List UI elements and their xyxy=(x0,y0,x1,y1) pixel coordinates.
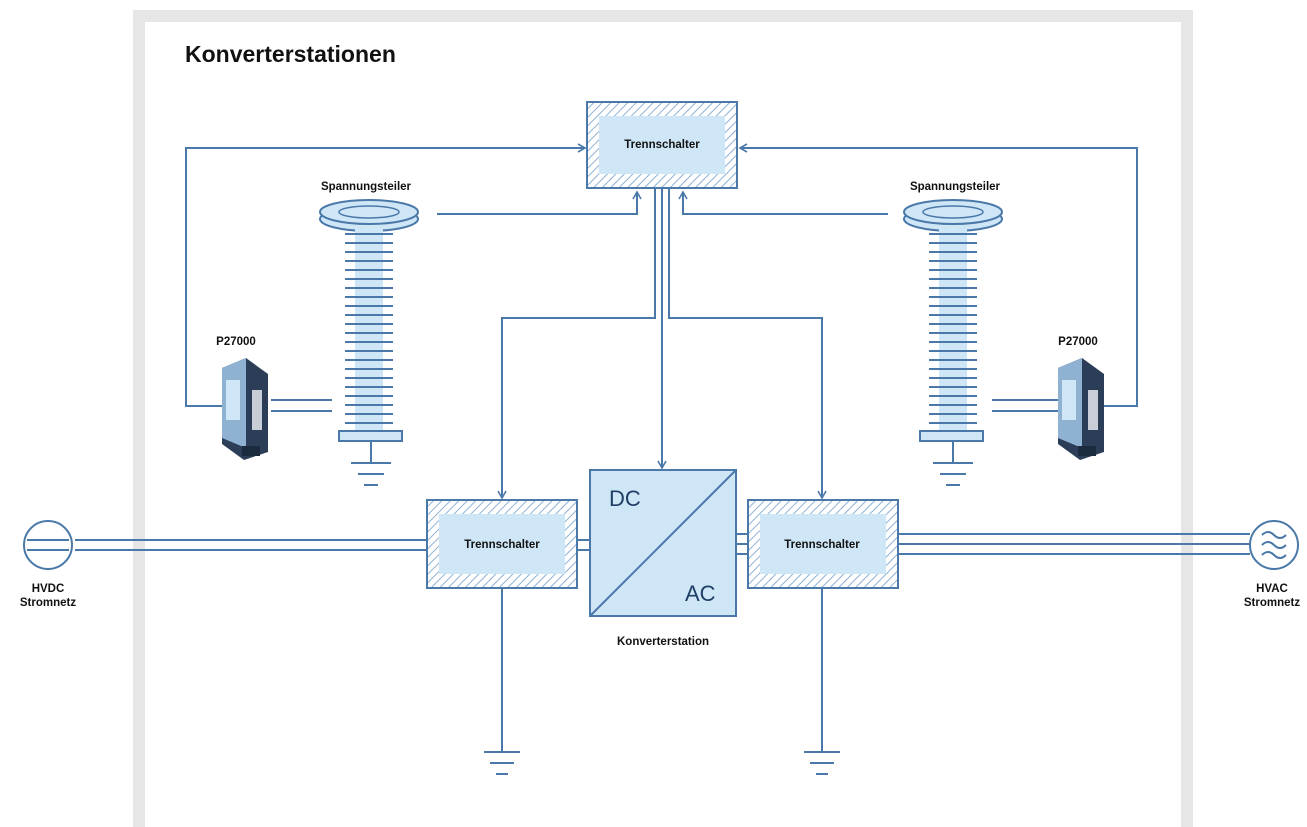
p27000-left-label: P27000 xyxy=(216,336,256,348)
ac-grid-icon xyxy=(1249,520,1299,570)
page-title: Konverterstationen xyxy=(185,41,396,67)
p27000-left-icon xyxy=(222,358,268,460)
dc-grid-icon xyxy=(23,520,73,570)
divider-right-label: Spannungsteiler xyxy=(910,181,1001,193)
switch-top-label: Trennschalter xyxy=(624,139,700,151)
p27000-right-label: P27000 xyxy=(1058,336,1098,348)
voltage-divider-left xyxy=(319,199,419,486)
switch-top: Trennschalter xyxy=(586,101,738,189)
divider-left-label: Spannungsteiler xyxy=(321,181,412,193)
switch-right: Trennschalter xyxy=(747,499,899,589)
ground-switch-left-icon xyxy=(484,751,520,775)
p27000-right-icon xyxy=(1058,358,1104,460)
converter-ac-label: AC xyxy=(685,581,716,606)
ground-divider-left-icon xyxy=(351,441,391,486)
switch-left: Trennschalter xyxy=(426,499,578,589)
converter-caption: Konverterstation xyxy=(617,636,709,648)
converter-dc-label: DC xyxy=(609,486,641,511)
hvdc-label-line2: Stromnetz xyxy=(20,597,76,609)
ground-divider-right-icon xyxy=(933,441,973,486)
hvac-label-line2: Stromnetz xyxy=(1244,597,1300,609)
wiring xyxy=(75,143,1250,752)
switch-right-label: Trennschalter xyxy=(784,539,860,551)
hvdc-label-line1: HVDC xyxy=(32,583,65,595)
voltage-divider-right xyxy=(903,199,1003,486)
hvac-label-line1: HVAC xyxy=(1256,583,1288,595)
switch-left-label: Trennschalter xyxy=(464,539,540,551)
ground-switch-right-icon xyxy=(804,751,840,775)
converter-block: DC AC xyxy=(589,469,737,617)
